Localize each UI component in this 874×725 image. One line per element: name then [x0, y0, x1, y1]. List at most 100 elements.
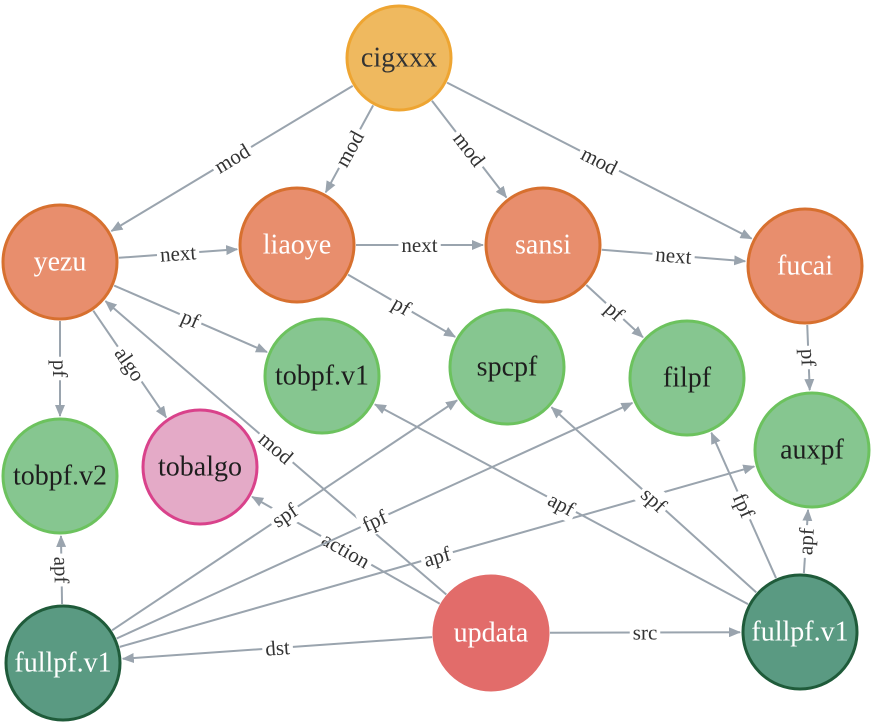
- node-label: fullpf.v1: [14, 648, 111, 679]
- node-circle[interactable]: [432, 574, 550, 692]
- edge-cigxxx-fucai: mod: [446, 81, 753, 240]
- node-circle[interactable]: [4, 604, 122, 722]
- edge-label: next: [401, 233, 437, 257]
- node-filpf[interactable]: filpf: [628, 319, 746, 437]
- edge-label-group: next: [651, 240, 696, 271]
- node-circle[interactable]: [484, 186, 602, 304]
- node-label: sansi: [515, 230, 571, 261]
- node-label: fucai: [777, 251, 833, 282]
- node-spcpf[interactable]: spcpf: [448, 308, 566, 426]
- node-tobpf-v2[interactable]: tobpf.v2: [1, 417, 119, 535]
- edge-label: spf: [267, 498, 302, 532]
- node-updata[interactable]: updata: [432, 574, 550, 692]
- edge-label-group: pf: [795, 345, 822, 370]
- edge-label-background: [261, 633, 294, 663]
- edge-label-group: next: [398, 232, 441, 258]
- edge-fullpf_right-auxpf: apf: [791, 508, 821, 574]
- node-tobpf-v1[interactable]: tobpf.v1: [263, 317, 381, 435]
- edge-label: apf: [793, 527, 819, 555]
- node-label: cigxxx: [361, 43, 437, 74]
- edge-yezu-liaoye: next: [118, 239, 239, 269]
- edge-sansi-fucai: next: [601, 240, 747, 271]
- edge-label-group: spf: [264, 495, 305, 535]
- edge-label-background: [250, 423, 302, 473]
- edge-label-group: mod: [445, 124, 493, 175]
- node-label: filpf: [663, 363, 712, 394]
- edge-label-group: apf: [417, 539, 457, 574]
- edge-label-group: algo: [107, 339, 153, 389]
- edge-label-background: [795, 345, 822, 370]
- edge-label-background: [540, 485, 583, 524]
- edge-label-background: [398, 232, 441, 258]
- edge-label-group: mod: [206, 135, 258, 181]
- edge-label: pf: [48, 360, 72, 378]
- node-circle[interactable]: [741, 573, 859, 691]
- node-label: tobpf.v2: [13, 461, 107, 492]
- edge-label-group: pf: [384, 288, 419, 323]
- node-label: spcpf: [477, 352, 538, 383]
- node-label: tobalgo: [158, 452, 242, 483]
- node-circle[interactable]: [1, 203, 119, 321]
- edge-label: apf: [49, 556, 73, 583]
- edge-label-group: pf: [174, 302, 207, 336]
- edge-label: src: [633, 620, 658, 644]
- edge-fullpf_right-spcpf: spf: [550, 406, 757, 594]
- node-fullpf-right[interactable]: fullpf.v1: [741, 573, 859, 691]
- node-circle[interactable]: [238, 186, 356, 304]
- edge-label-group: mod: [574, 139, 625, 183]
- node-label: yezu: [34, 247, 87, 278]
- node-liaoye[interactable]: liaoye: [238, 186, 356, 304]
- node-circle[interactable]: [628, 319, 746, 437]
- edge-updata-fullpf_left: dst: [121, 633, 433, 664]
- edge-label-group: fpf: [725, 486, 762, 525]
- edge-label: pf: [796, 348, 821, 366]
- node-label: auxpf: [780, 435, 844, 466]
- edge-liaoye-sansi: next: [356, 232, 484, 258]
- edge-label-background: [314, 524, 378, 576]
- node-circle[interactable]: [141, 408, 259, 526]
- edge-label-background: [107, 339, 153, 389]
- edge-sansi-filpf: pf: [585, 284, 644, 339]
- node-yezu[interactable]: yezu: [1, 203, 119, 321]
- node-circle[interactable]: [746, 207, 864, 325]
- node-circle[interactable]: [345, 4, 453, 112]
- edge-label-group: next: [156, 239, 201, 269]
- edge-label-background: [264, 495, 305, 535]
- edge-fucai-auxpf: pf: [795, 324, 822, 392]
- edge-cigxxx-sansi: mod: [431, 100, 508, 199]
- edge-updata-fullpf_right: src: [549, 619, 742, 646]
- edge-label-background: [791, 524, 821, 559]
- edge-label-group: src: [629, 619, 661, 646]
- node-circle[interactable]: [263, 317, 381, 435]
- edge-yezu-tobalgo: algo: [92, 310, 167, 419]
- edge-label-background: [651, 240, 696, 271]
- node-fullpf-left[interactable]: fullpf.v1: [4, 604, 122, 722]
- edge-label-background: [327, 123, 372, 175]
- edge-cigxxx-liaoye: mod: [324, 104, 375, 194]
- node-circle[interactable]: [448, 308, 566, 426]
- node-label: liaoye: [263, 230, 331, 261]
- node-label: fullpf.v1: [751, 617, 848, 648]
- edge-label-background: [725, 486, 762, 525]
- node-circle[interactable]: [1, 417, 119, 535]
- edge-liaoye-spcpf: pf: [347, 273, 456, 338]
- node-cigxxx[interactable]: cigxxx: [345, 4, 453, 112]
- edge-label: pf: [388, 291, 415, 321]
- edge-label-background: [445, 124, 493, 175]
- node-tobalgo[interactable]: tobalgo: [141, 408, 259, 526]
- node-sansi[interactable]: sansi: [484, 186, 602, 304]
- edge-label-group: mod: [250, 423, 302, 473]
- edge-label-group: dst: [261, 633, 294, 663]
- edge-label-group: mod: [327, 123, 372, 175]
- node-auxpf[interactable]: auxpf: [753, 391, 871, 509]
- edge-label-background: [206, 135, 258, 181]
- node-circle[interactable]: [753, 391, 871, 509]
- edge-yezu-tobpf_v1: pf: [113, 284, 268, 353]
- edge-label-background: [597, 293, 633, 329]
- edge-label-background: [48, 553, 75, 587]
- node-fucai[interactable]: fucai: [746, 207, 864, 325]
- edge-label-background: [629, 619, 661, 646]
- edge-label-background: [384, 288, 419, 323]
- edge-label-background: [574, 139, 625, 183]
